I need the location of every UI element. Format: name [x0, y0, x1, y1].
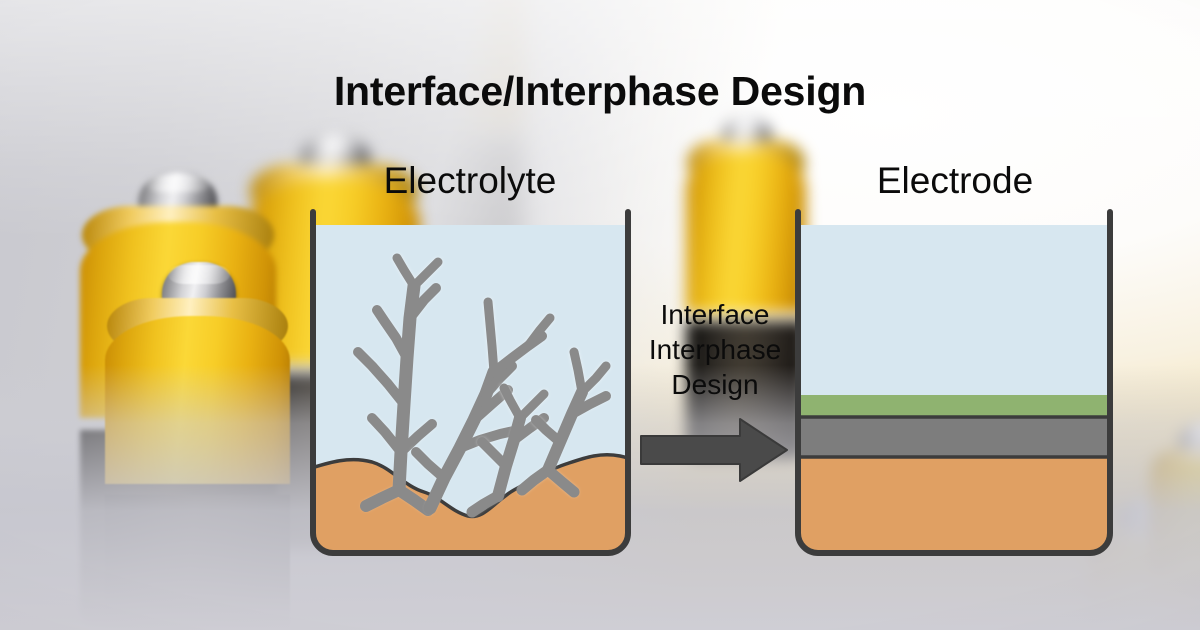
right-beaker-outline — [795, 209, 1113, 556]
right-beaker-label: Electrode — [876, 160, 1034, 201]
process-label-line-1: Interface — [660, 299, 770, 330]
right-arrow-icon — [640, 418, 788, 482]
process-label-line-2: Interphase — [648, 334, 782, 365]
page-title: Interface/Interphase Design — [333, 68, 867, 114]
right-electrode-layer — [798, 457, 1110, 553]
process-label-line-3: Design — [671, 369, 759, 400]
process-arrow — [640, 418, 788, 482]
left-beaker-outline — [310, 209, 631, 556]
right-electrolyte-layer — [798, 225, 1110, 395]
interface-layer — [798, 417, 1110, 457]
right-beaker — [795, 209, 1113, 556]
left-beaker-label: Electrolyte — [383, 160, 557, 201]
left-beaker — [310, 209, 631, 556]
interphase-layer — [798, 395, 1110, 417]
process-label: Interface Interphase Design — [630, 297, 800, 402]
dendrite-cluster — [353, 253, 611, 518]
